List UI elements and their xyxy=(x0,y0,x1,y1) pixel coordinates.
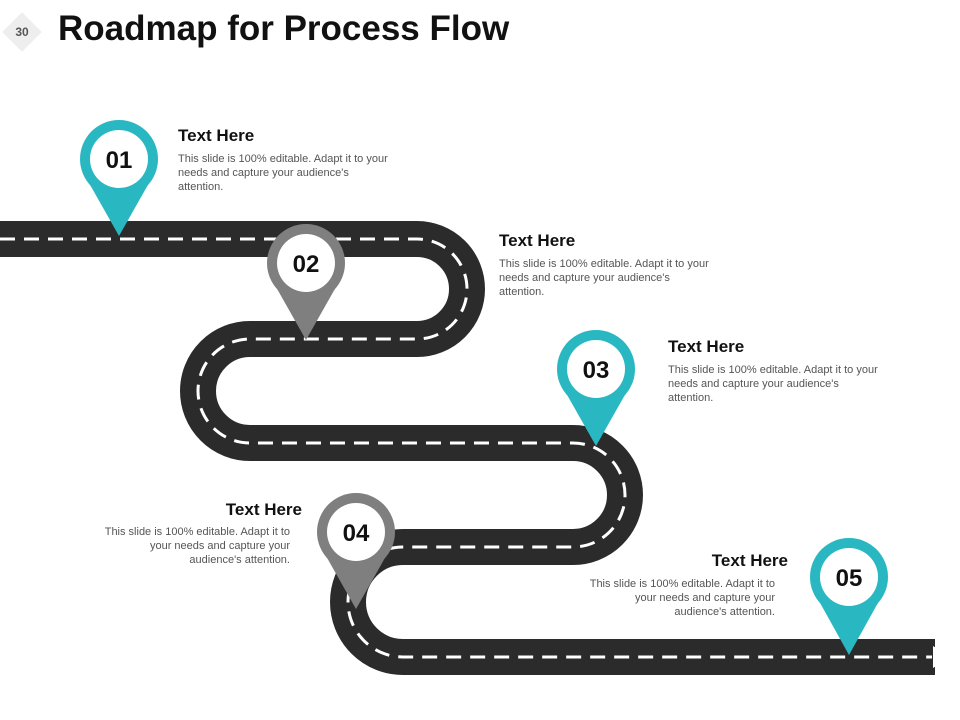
step-02-heading: Text Here xyxy=(499,231,576,250)
road xyxy=(0,221,935,675)
step-02-body: This slide is 100% editable. Adapt it to… xyxy=(499,258,709,298)
pin-04-number: 04 xyxy=(343,520,370,547)
step-05-heading: Text Here xyxy=(711,551,788,570)
map-pin-04-icon: 04 xyxy=(317,493,395,609)
slide-number: 30 xyxy=(15,25,29,39)
pin-01-number: 01 xyxy=(106,147,133,174)
step-01-heading: Text Here xyxy=(178,126,255,145)
map-pin-02-icon: 02 xyxy=(267,224,345,340)
map-pin-03-icon: 03 xyxy=(557,330,635,446)
pin-05-number: 05 xyxy=(836,565,863,592)
pin-02-number: 02 xyxy=(293,251,320,278)
map-pin-05-icon: 05 xyxy=(810,538,888,655)
step-03-body: This slide is 100% editable. Adapt it to… xyxy=(668,364,878,404)
road-end-arrow-icon xyxy=(933,646,951,668)
step-05-body: This slide is 100% editable. Adapt it to… xyxy=(589,578,775,618)
pin-03-number: 03 xyxy=(583,357,610,384)
page-title: Roadmap for Process Flow xyxy=(58,9,510,48)
step-04-heading: Text Here xyxy=(225,500,302,519)
step-01-body: This slide is 100% editable. Adapt it to… xyxy=(178,153,388,193)
map-pin-01-icon: 01 xyxy=(80,120,158,236)
step-03-heading: Text Here xyxy=(668,337,745,356)
step-04-body: This slide is 100% editable. Adapt it to… xyxy=(104,526,290,566)
